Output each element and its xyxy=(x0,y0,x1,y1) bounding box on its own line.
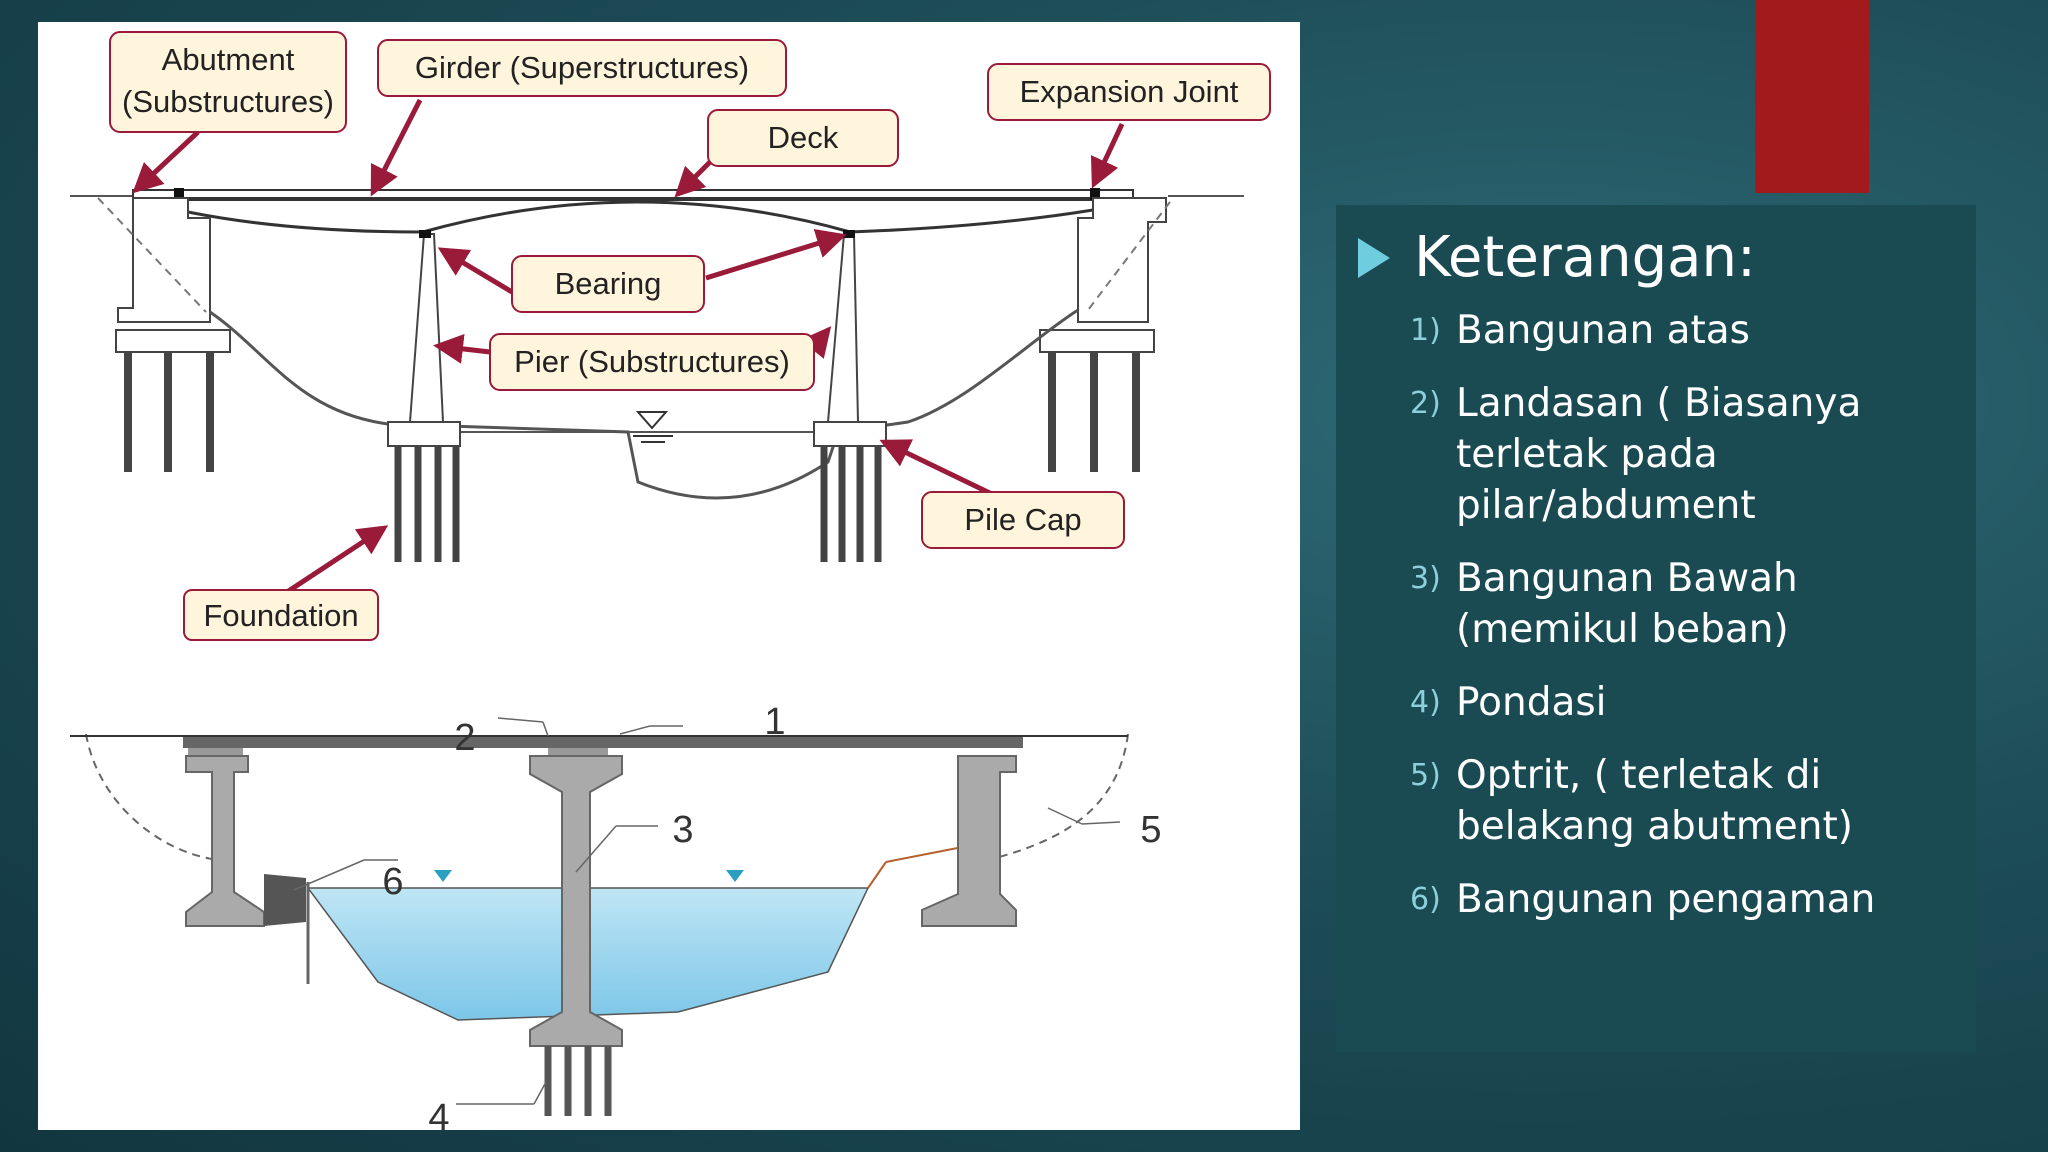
label-abutment: Abutment (Substructures) xyxy=(109,31,347,133)
left-abutment xyxy=(117,197,211,323)
list-item-number: 2) xyxy=(1410,386,1441,421)
list-item-line: Bangunan Bawah xyxy=(1456,556,1798,601)
left-pile-cap xyxy=(387,421,461,447)
girder-curve xyxy=(187,200,1094,234)
list-item-line: belakang abutment) xyxy=(1456,804,1854,849)
list-item-line: Optrit, ( terletak di xyxy=(1456,753,1822,798)
bottom-left-abutment xyxy=(185,755,265,927)
number-label-5: 5 xyxy=(1140,809,1161,851)
left-pier xyxy=(408,233,445,423)
list-item-line: Pondasi xyxy=(1456,680,1607,725)
number-label-6: 6 xyxy=(382,861,403,903)
bottom-center-pier xyxy=(529,755,623,1047)
keterangan-heading-row: Keterangan: xyxy=(1358,225,1756,290)
list-item-text: Bangunan atas xyxy=(1456,305,1750,356)
label-foundation: Foundation xyxy=(183,589,379,641)
bottom-deck xyxy=(183,736,1023,748)
expansion-joint-left xyxy=(174,188,184,200)
bullet-arrow-icon xyxy=(1358,237,1390,278)
list-item-number: 1) xyxy=(1410,313,1441,348)
number-label-2: 2 xyxy=(454,717,475,759)
bottom-number-labels: 1 2 3 4 5 6 xyxy=(382,701,1161,1130)
list-item: 6) Bangunan pengaman xyxy=(1410,874,1970,925)
list-item-text: Bangunan pengaman xyxy=(1456,874,1875,925)
list-item-line: terletak pada xyxy=(1456,432,1718,477)
label-arrows xyxy=(132,98,1125,597)
abutment-label-line1: Abutment xyxy=(162,42,295,77)
label-expansion-joint: Expansion Joint xyxy=(987,63,1271,121)
list-item-line: pilar/abdument xyxy=(1456,483,1756,528)
list-item-text: Landasan ( Biasanya terletak pada pilar/… xyxy=(1456,378,1861,531)
girder-label: Girder (Superstructures) xyxy=(415,50,749,85)
label-deck: Deck xyxy=(707,109,899,167)
list-item-number: 4) xyxy=(1410,685,1441,720)
list-item-number: 3) xyxy=(1410,561,1441,596)
label-pile-cap: Pile Cap xyxy=(921,491,1125,549)
list-item: 3) Bangunan Bawah (memikul beban) xyxy=(1410,553,1970,655)
expansion-joint-right xyxy=(1090,188,1100,200)
bearing-label: Bearing xyxy=(555,266,662,301)
list-item-line: Landasan ( Biasanya xyxy=(1456,381,1862,426)
bridge-diagram-svg: Abutment (Substructures) Girder (Superst… xyxy=(70,31,1271,1130)
label-bearing: Bearing xyxy=(511,255,705,313)
number-label-3: 3 xyxy=(672,809,693,851)
list-item: 5) Optrit, ( terletak di belakang abutme… xyxy=(1410,750,1970,852)
pile-cap-label: Pile Cap xyxy=(964,502,1081,537)
keterangan-panel: Keterangan: 1) Bangunan atas 2) Landasan… xyxy=(1336,205,1976,1052)
accent-red-block xyxy=(1755,0,1869,193)
list-item-line: (memikul beban) xyxy=(1456,607,1789,652)
list-item-number: 5) xyxy=(1410,758,1441,793)
number-label-1: 1 xyxy=(764,701,785,743)
list-item: 2) Landasan ( Biasanya terletak pada pil… xyxy=(1410,378,1970,531)
pier-label: Pier (Substructures) xyxy=(514,344,790,379)
list-item: 1) Bangunan atas xyxy=(1410,305,1970,356)
number-label-4: 4 xyxy=(428,1097,449,1130)
bottom-bridge-drawing xyxy=(70,717,1129,1116)
list-item-line: Bangunan pengaman xyxy=(1456,877,1876,922)
top-bridge-drawing xyxy=(70,188,1244,562)
label-pier: Pier (Substructures) xyxy=(489,333,815,391)
list-item-number: 6) xyxy=(1410,882,1441,917)
deck-label: Deck xyxy=(768,120,839,155)
list-item-line: Bangunan atas xyxy=(1456,308,1750,353)
foundation-label: Foundation xyxy=(203,598,358,633)
list-item: 4) Pondasi xyxy=(1410,677,1970,728)
keterangan-list: 1) Bangunan atas 2) Landasan ( Biasanya … xyxy=(1410,305,1970,947)
right-pier xyxy=(826,233,860,423)
right-abutment xyxy=(1077,197,1167,323)
label-girder: Girder (Superstructures) xyxy=(377,39,787,97)
ground-profile xyxy=(209,308,1079,500)
keterangan-heading: Keterangan: xyxy=(1414,225,1756,290)
bridge-diagram-figure: Abutment (Substructures) Girder (Superst… xyxy=(38,22,1300,1130)
abutment-label-line2: (Substructures) xyxy=(122,84,334,119)
list-item-text: Bangunan Bawah (memikul beban) xyxy=(1456,553,1798,655)
right-pile-cap xyxy=(813,421,887,447)
deck-slab xyxy=(132,189,1134,199)
expansion-joint-label: Expansion Joint xyxy=(1020,74,1239,109)
list-item-text: Pondasi xyxy=(1456,677,1607,728)
list-item-text: Optrit, ( terletak di belakang abutment) xyxy=(1456,750,1853,852)
bottom-right-abutment xyxy=(921,755,1017,927)
